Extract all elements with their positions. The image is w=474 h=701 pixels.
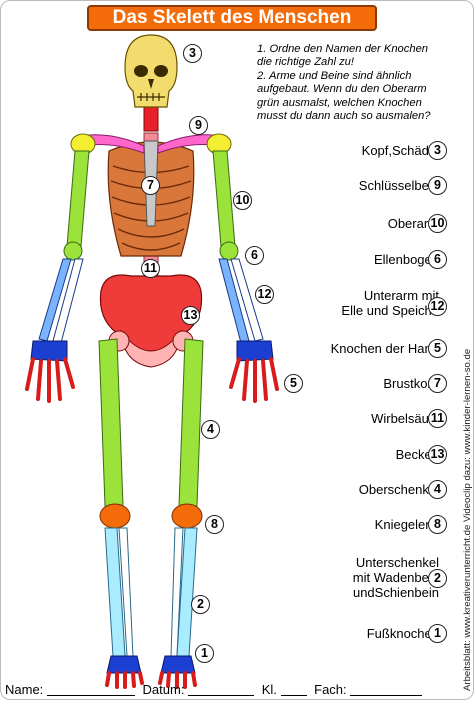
legend-label-spine: Wirbelsäule	[371, 411, 439, 426]
credit-text: Arbeitsblatt: www.kreativerunterricht.de…	[462, 348, 473, 691]
skull-bone	[124, 34, 178, 108]
class-field[interactable]	[280, 683, 307, 696]
legend-label-clavicle: Schlüsselbein	[358, 178, 439, 193]
marker-shin: 2	[191, 595, 210, 614]
name-field[interactable]	[46, 683, 135, 696]
hand-bone	[25, 340, 279, 403]
legend-number-thigh: 4	[428, 480, 447, 499]
marker-knee: 8	[205, 515, 224, 534]
legend-number-shin: 2	[428, 569, 447, 588]
pelvis-bone	[99, 274, 203, 368]
legend-number-foot: 1	[428, 624, 447, 643]
marker-hand: 5	[284, 374, 303, 393]
legend-number-elbow: 6	[428, 250, 447, 269]
shin-bone	[104, 527, 198, 657]
legend-number-forearm: 12	[428, 297, 447, 316]
legend-number-ribcage: 7	[428, 374, 447, 393]
legend-number-upper-arm: 10	[428, 214, 447, 233]
marker-upper-arm: 10	[233, 191, 252, 210]
foot-bone	[105, 655, 197, 689]
marker-elbow: 6	[245, 246, 264, 265]
marker-spine: 11	[141, 259, 160, 278]
subject-label: Fach:	[314, 682, 347, 697]
legend-number-spine: 11	[428, 409, 447, 428]
page-title: Das Skelett des Menschen	[87, 5, 377, 31]
instruction-line: aufgebaut. Wenn du den Oberarm	[257, 83, 427, 96]
knee-joint	[99, 503, 203, 529]
legend-label-ribcage: Brustkorb	[383, 376, 439, 391]
legend-label-upper-arm: Oberarm	[387, 216, 439, 231]
thigh-bone	[98, 338, 204, 507]
legend-label-knee: Kniegelenk	[374, 517, 439, 532]
legend-label-shin: Unterschenkel mit Wadenbein undSchienbei…	[352, 555, 439, 600]
marker-thigh: 4	[201, 420, 220, 439]
date-label: Datum:	[142, 682, 185, 697]
legend-label-hand: Knochen der Hand	[330, 341, 439, 356]
legend-label-forearm: Unterarm mit Elle und Speiche	[341, 288, 439, 318]
legend-number-clavicle: 9	[428, 176, 447, 195]
legend-label-skull: Kopf,Schädel	[361, 143, 439, 158]
name-label: Name:	[5, 682, 44, 697]
instruction-line: 1. Ordne den Namen der Knochen	[257, 43, 429, 55]
legend-number-knee: 8	[428, 515, 447, 534]
legend-label-thigh: Oberschenkel	[358, 482, 439, 497]
legend-label-foot: Fußknochen	[366, 626, 439, 641]
instruction-line: musst du dann auch so ausmalen?	[257, 110, 431, 123]
instruction-line: grün ausmalst, welchen Knochen	[257, 96, 422, 109]
instruction-line: 2. Arme und Beine sind ähnlich	[257, 69, 412, 82]
elbow-joint	[63, 241, 239, 261]
legend-number-skull: 3	[428, 141, 447, 160]
instruction-line: die richtige Zahl zu!	[257, 56, 355, 69]
marker-clavicle: 9	[189, 116, 208, 135]
legend-number-pelvis: 13	[428, 445, 447, 464]
class-label: Kl.	[261, 682, 277, 697]
subject-field[interactable]	[350, 683, 423, 696]
marker-foot: 1	[195, 644, 214, 663]
legend-number-hand: 5	[428, 339, 447, 358]
marker-ribcage: 7	[141, 176, 160, 195]
footer-fields: Name: Datum: Kl. Fach:	[5, 682, 455, 697]
marker-pelvis: 13	[181, 306, 200, 325]
marker-forearm: 12	[255, 285, 274, 304]
ribcage-bone	[107, 140, 195, 257]
legend-label-elbow: Ellenbogen	[373, 252, 439, 267]
date-field[interactable]	[188, 683, 255, 696]
marker-skull: 3	[183, 44, 202, 63]
instructions: 1. Ordne den Namen der Knochen die richt…	[257, 43, 457, 123]
